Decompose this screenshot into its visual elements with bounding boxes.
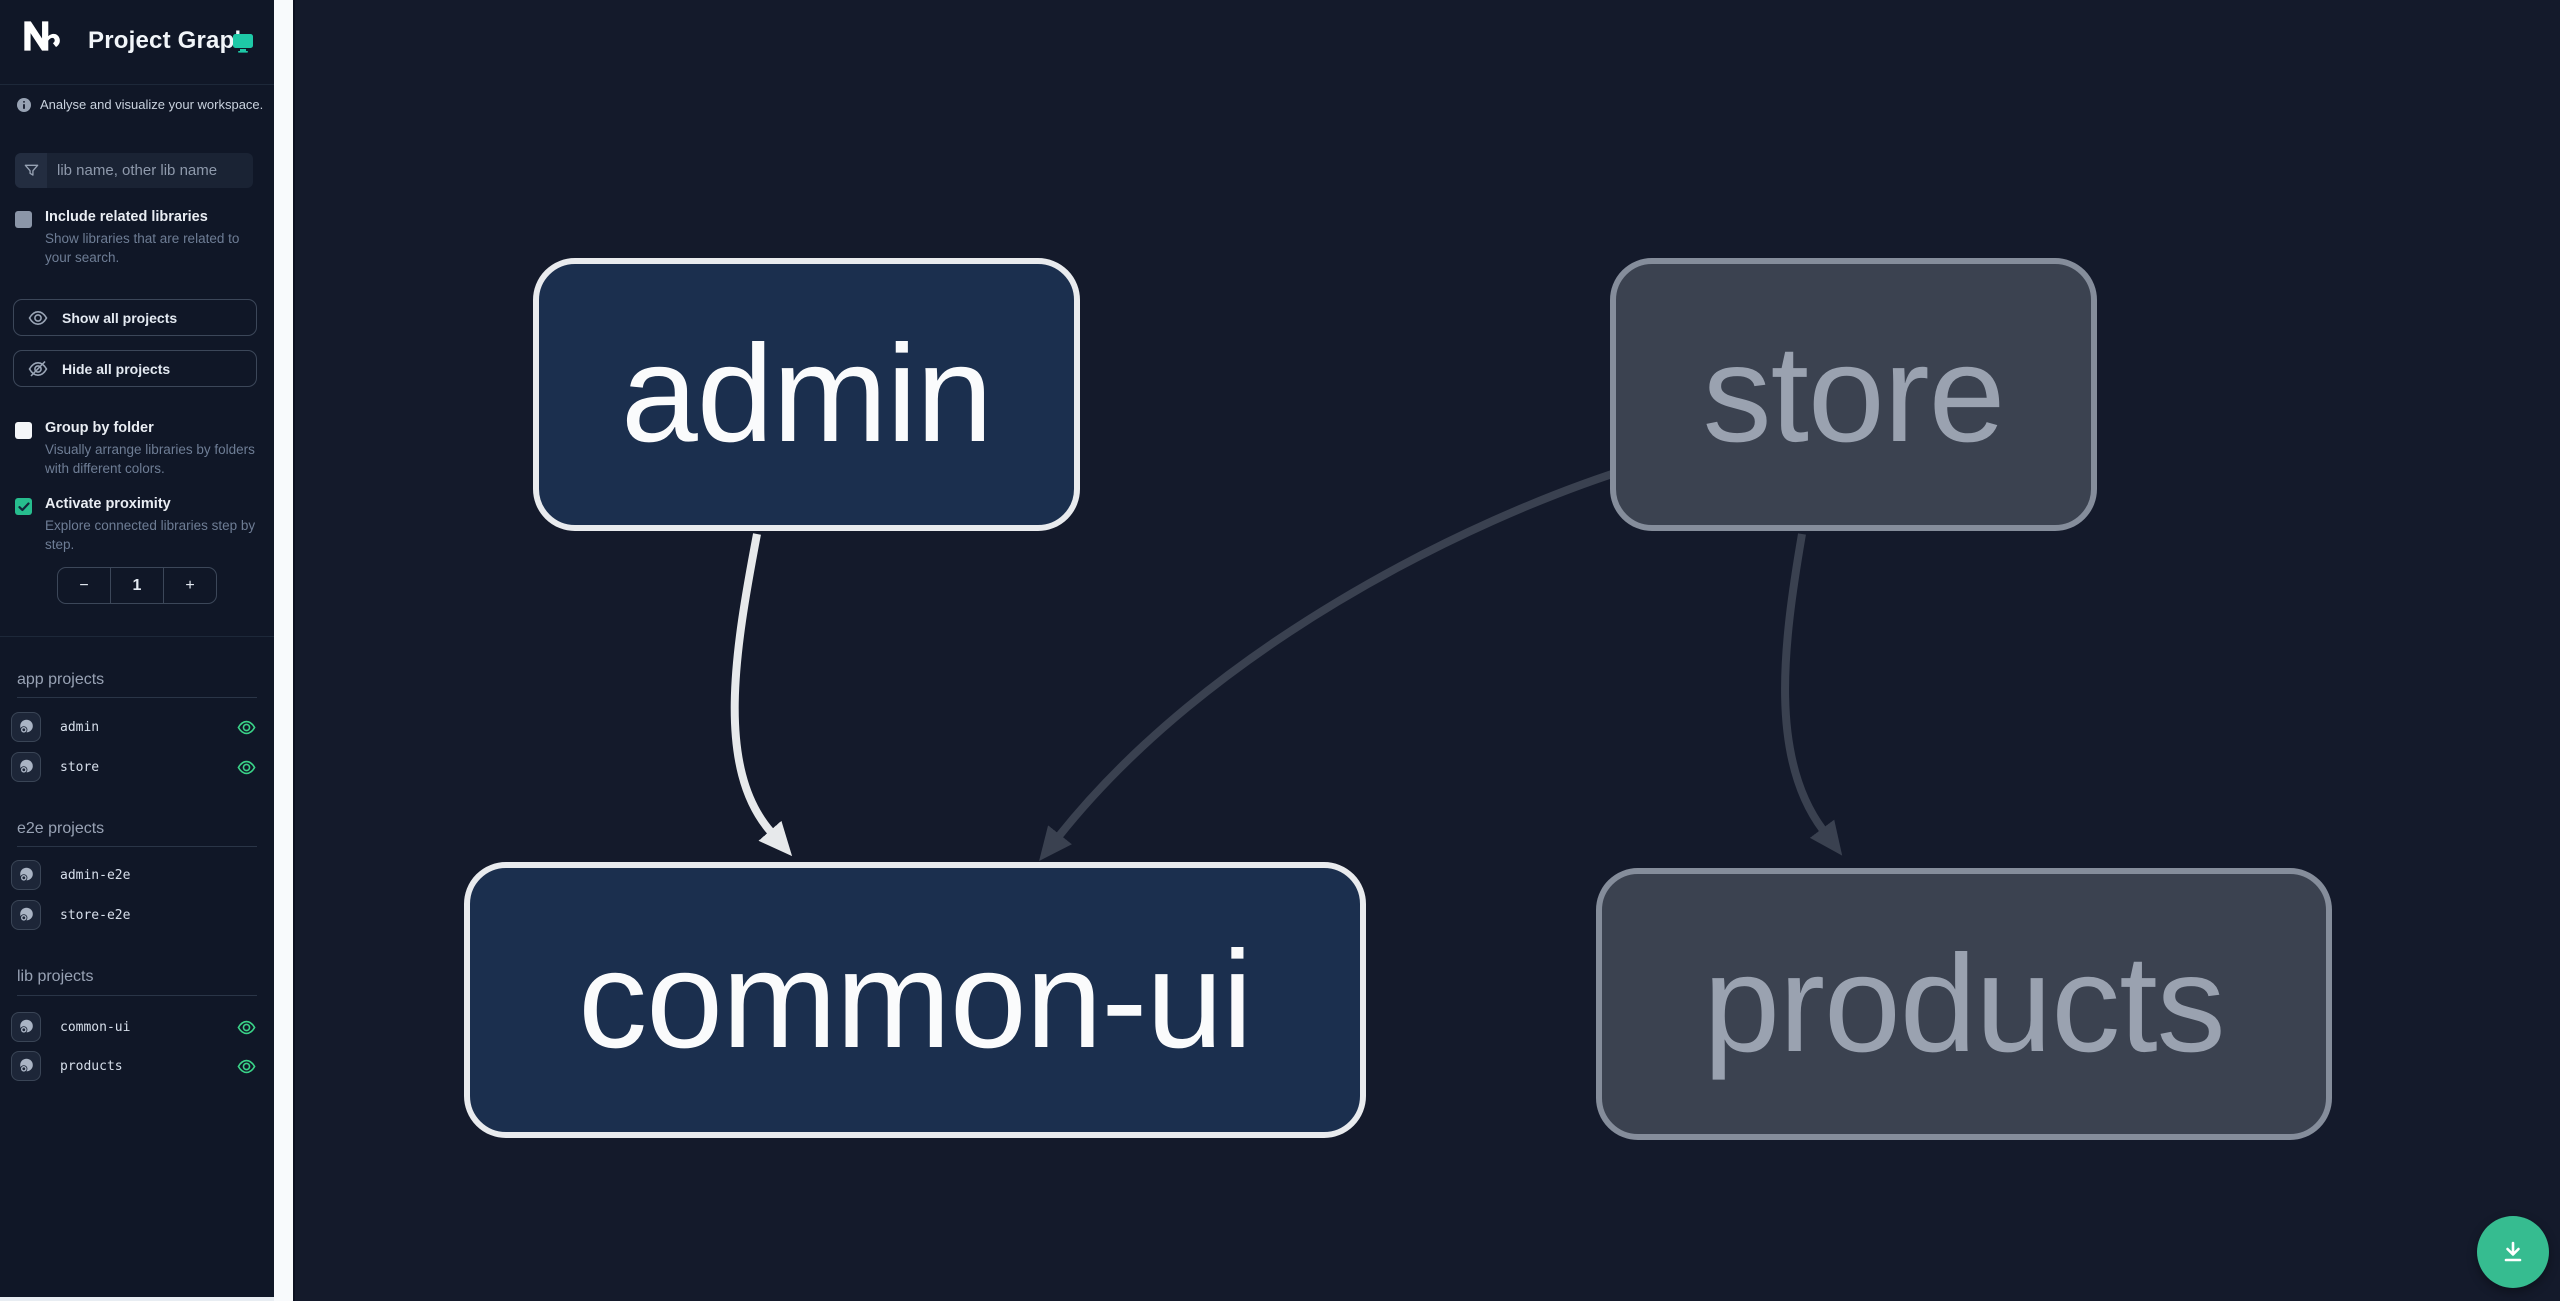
hide-all-projects-button[interactable]: Hide all projects	[13, 350, 257, 387]
include-related-desc: Show libraries that are related to your …	[45, 231, 240, 265]
eye-off-icon	[28, 360, 48, 377]
project-row-store[interactable]: store	[0, 752, 274, 792]
project-row-common-ui[interactable]: common-ui	[0, 1012, 274, 1052]
horizontal-scrollbar[interactable]	[0, 1297, 274, 1301]
download-icon	[2504, 1241, 2522, 1262]
filter-box	[15, 153, 253, 188]
graph-node-admin[interactable]: admin	[533, 258, 1080, 531]
graph-canvas[interactable]: admin store common-ui products	[297, 0, 2560, 1301]
group-by-folder-row: Group by folder Visually arrange librari…	[15, 420, 258, 478]
edge-admin-to-common-ui	[730, 533, 793, 857]
project-name: admin-e2e	[60, 868, 131, 883]
group-by-folder-label: Group by folder	[45, 420, 154, 436]
include-related-checkbox[interactable]	[15, 211, 32, 228]
activate-proximity-label: Activate proximity	[45, 496, 171, 512]
project-type-icon	[11, 752, 41, 782]
project-row-store-e2e[interactable]: store-e2e	[0, 900, 274, 940]
page-title: Project Graph	[88, 27, 250, 54]
project-row-admin-e2e[interactable]: admin-e2e	[0, 860, 274, 900]
activate-proximity-checkbox[interactable]	[15, 498, 32, 515]
project-type-icon	[11, 860, 41, 890]
project-type-icon	[11, 1012, 41, 1042]
visibility-eye-icon[interactable]	[237, 1018, 256, 1037]
node-label: admin	[621, 317, 993, 471]
edge-store-to-products	[1781, 533, 1843, 856]
section-title-e2e-projects: e2e projects	[17, 820, 105, 837]
info-icon	[17, 97, 31, 112]
proximity-increment-button[interactable]: +	[163, 568, 216, 603]
group-by-folder-checkbox[interactable]	[15, 422, 32, 439]
graph-edges	[730, 462, 1843, 862]
check-icon	[17, 501, 30, 511]
filter-funnel-icon	[15, 153, 47, 188]
tagline-text: Analyse and visualize your workspace.	[40, 97, 264, 112]
project-row-products[interactable]: products	[0, 1051, 274, 1091]
node-label: common-ui	[578, 922, 1253, 1077]
section-rule	[17, 697, 257, 698]
project-type-icon	[11, 712, 41, 742]
group-by-folder-desc: Visually arrange libraries by folders wi…	[45, 442, 255, 476]
sidebar-divider	[0, 636, 274, 637]
activate-proximity-desc: Explore connected libraries step by step…	[45, 518, 256, 552]
section-rule	[17, 846, 257, 847]
section-title-app-projects: app projects	[17, 671, 105, 688]
show-all-projects-label: Show all projects	[62, 309, 178, 326]
graph-node-products[interactable]: products	[1596, 868, 2332, 1140]
hide-all-projects-label: Hide all projects	[62, 360, 171, 377]
project-name: products	[60, 1059, 123, 1074]
project-name: common-ui	[60, 1020, 131, 1035]
sidebar: Project Graph Analyse and visualize your…	[0, 0, 274, 1301]
project-row-admin[interactable]: admin	[0, 712, 274, 752]
sidebar-header: Project Graph	[0, 0, 274, 85]
graph-node-common-ui[interactable]: common-ui	[464, 862, 1366, 1138]
eye-icon	[28, 310, 48, 325]
section-rule	[17, 995, 257, 996]
proximity-decrement-button[interactable]: −	[79, 576, 89, 594]
proximity-value[interactable]: 1	[110, 568, 163, 603]
activate-proximity-row: Activate proximity Explore connected lib…	[15, 496, 258, 554]
project-name: store	[60, 760, 100, 775]
project-name: admin	[60, 720, 100, 735]
download-image-button[interactable]	[2477, 1216, 2549, 1288]
node-label: store	[1702, 317, 2006, 471]
sidebar-scrollbar[interactable]	[274, 0, 295, 1301]
proximity-stepper: − 1 +	[57, 567, 217, 604]
graph-node-store[interactable]: store	[1610, 258, 2097, 531]
include-related-row: Include related libraries Show libraries…	[15, 209, 258, 267]
project-type-icon	[11, 1051, 41, 1081]
nx-logo-icon	[24, 21, 60, 51]
workspace-tagline: Analyse and visualize your workspace.	[17, 97, 267, 112]
show-all-projects-button[interactable]: Show all projects	[13, 299, 257, 336]
include-related-label: Include related libraries	[45, 209, 208, 225]
visibility-eye-icon[interactable]	[237, 758, 256, 777]
edge-store-to-common-ui	[1039, 462, 1639, 862]
node-label: products	[1703, 926, 2225, 1081]
project-type-icon	[11, 900, 41, 930]
monitor-icon	[233, 34, 253, 53]
visibility-eye-icon[interactable]	[237, 1057, 256, 1076]
visibility-eye-icon[interactable]	[237, 718, 256, 737]
project-name: store-e2e	[60, 908, 131, 923]
project-filter-input[interactable]	[47, 153, 253, 188]
section-title-lib-projects: lib projects	[17, 968, 94, 985]
